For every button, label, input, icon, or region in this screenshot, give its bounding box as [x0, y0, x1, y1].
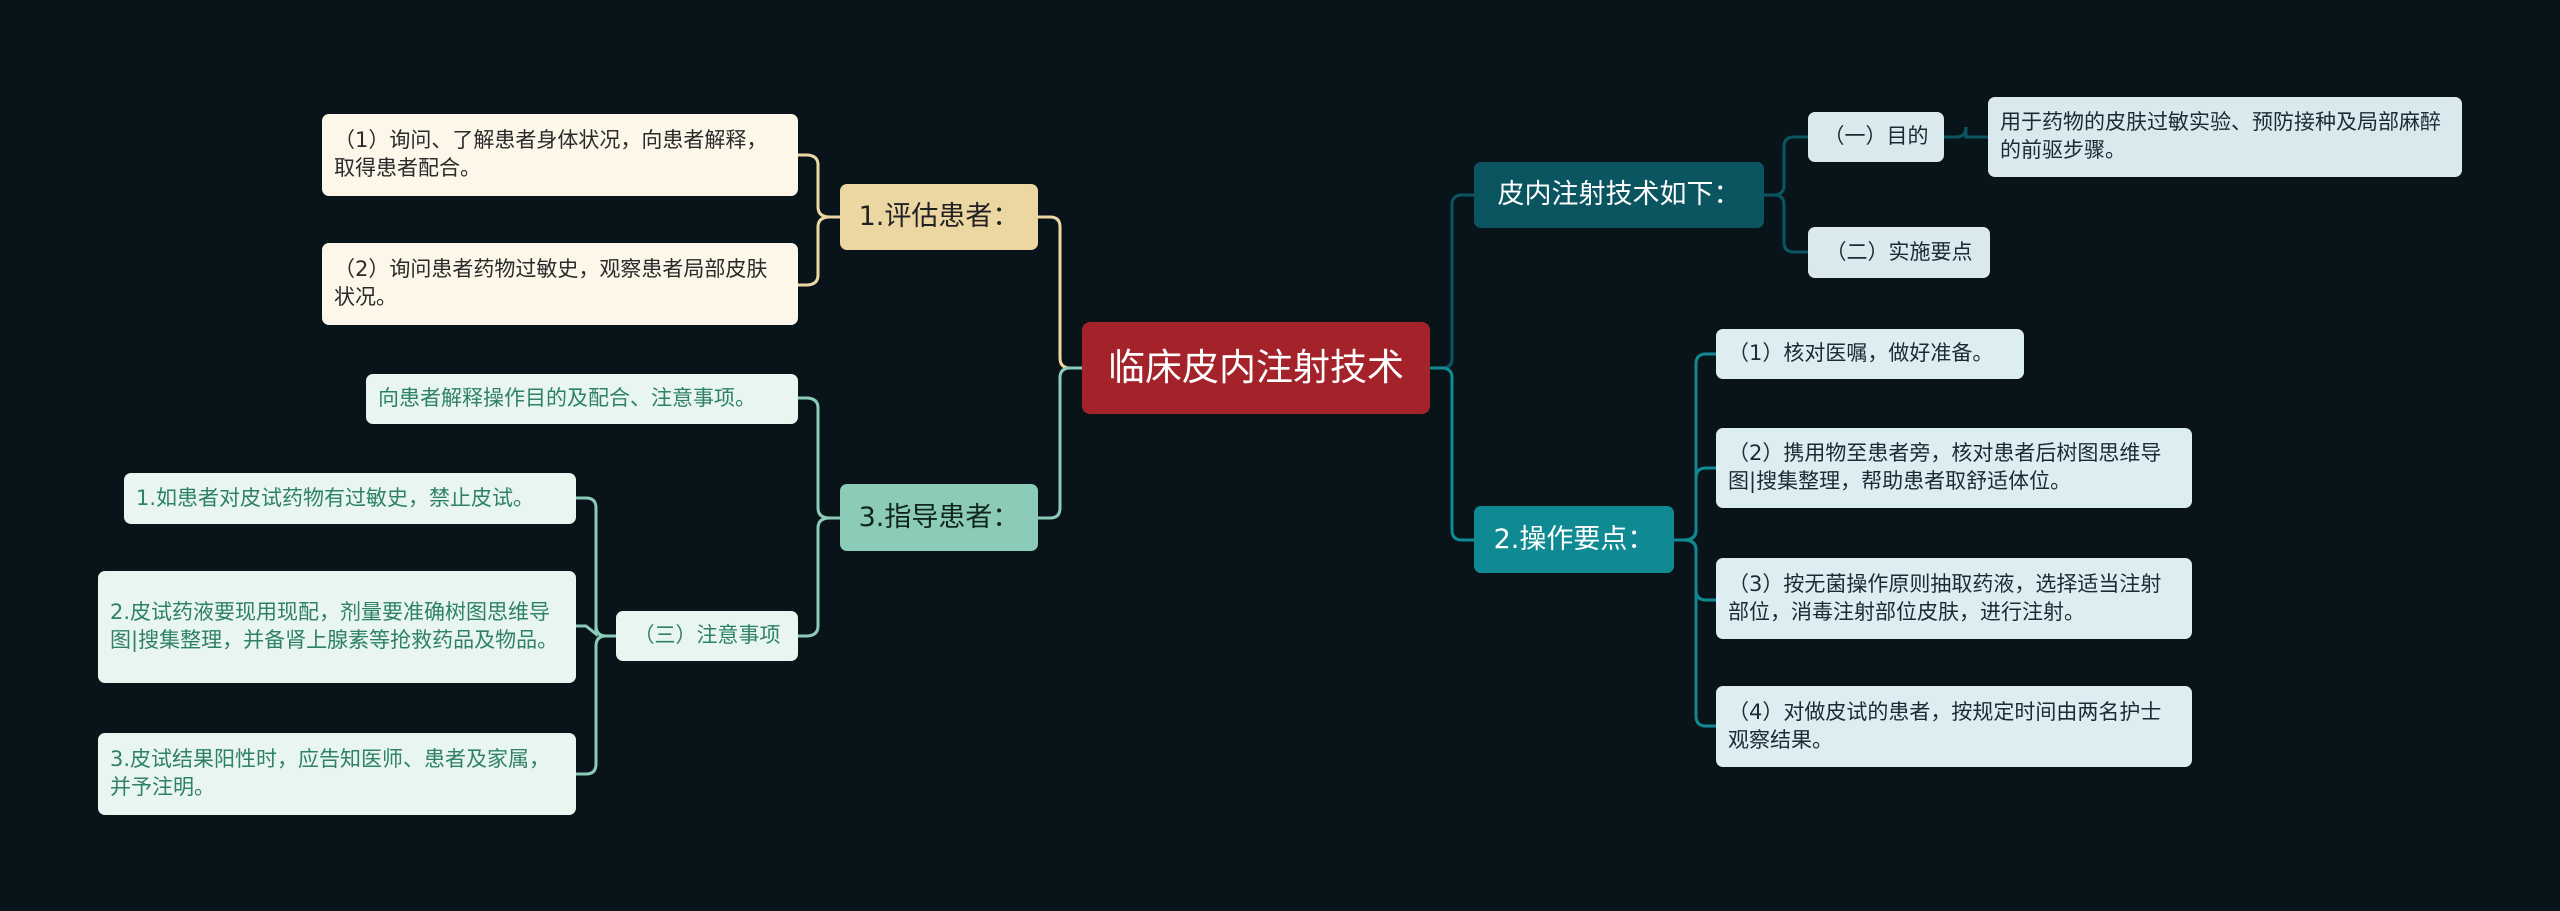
guide-patient-node[interactable]: 3.指导患者： [840, 484, 1038, 551]
link-operation-child-2 [1672, 466, 1718, 542]
operation-points-node[interactable]: 2.操作要点： [1474, 506, 1674, 573]
link-assess-child-2 [796, 215, 842, 287]
assess-child-2[interactable]: （2）询问患者药物过敏史，观察患者局部皮肤状况。 [322, 243, 798, 325]
root-node[interactable]: 临床皮内注射技术 [1082, 322, 1430, 414]
technique-label: 皮内注射技术如下： [1497, 179, 1741, 211]
root-label: 临床皮内注射技术 [1108, 345, 1404, 389]
technique-node[interactable]: 皮内注射技术如下： [1474, 162, 1764, 228]
assess-child-1[interactable]: （1）询问、了解患者身体状况，向患者解释，取得患者配合。 [322, 114, 798, 196]
link-notes-child-1 [574, 496, 618, 638]
operation-points-label: 2.操作要点： [1493, 523, 1655, 555]
precaution-item-3[interactable]: 3.皮试结果阳性时，应告知医师、患者及家属，并予注明。 [98, 733, 576, 815]
link-guide-explain [796, 396, 842, 520]
assess-patient-node[interactable]: 1.评估患者： [840, 184, 1038, 250]
purpose-detail-node[interactable]: 用于药物的皮肤过敏实验、预防接种及局部麻醉的前驱步骤。 [1988, 97, 2462, 177]
link-root-technique [1428, 193, 1476, 370]
guide-explain-node[interactable]: 向患者解释操作目的及配合、注意事项。 [366, 374, 798, 424]
link-guide-notes [796, 516, 842, 638]
assess-patient-label: 1.评估患者： [858, 201, 1020, 233]
guide-patient-label: 3.指导患者： [858, 501, 1020, 533]
operation-step-1[interactable]: （1）核对医嘱，做好准备。 [1716, 329, 2024, 379]
link-notes-child-3 [574, 634, 618, 776]
link-operation-child-4 [1672, 538, 1718, 728]
operation-step-3[interactable]: （3）按无菌操作原则抽取药液，选择适当注射部位，消毒注射部位皮肤，进行注射。 [1716, 558, 2192, 639]
link-technique-purpose [1762, 135, 1810, 197]
purpose-node[interactable]: （一）目的 [1808, 112, 1944, 162]
link-root-operation [1428, 366, 1476, 542]
link-root-assess [1036, 215, 1084, 370]
link-purpose-detail [1942, 126, 1990, 139]
implementation-points-node[interactable]: （二）实施要点 [1808, 227, 1990, 278]
precaution-item-2[interactable]: 2.皮试药液要现用现配，剂量要准确树图思维导图|搜集整理，并备肾上腺素等抢救药品… [98, 571, 576, 683]
link-technique-points [1762, 193, 1810, 254]
precautions-node[interactable]: （三）注意事项 [616, 611, 798, 661]
link-assess-child-1 [796, 153, 842, 219]
operation-step-2[interactable]: （2）携用物至患者旁，核对患者后树图思维导图|搜集整理，帮助患者取舒适体位。 [1716, 428, 2192, 508]
precaution-item-1[interactable]: 1.如患者对皮试药物有过敏史，禁止皮试。 [124, 473, 576, 524]
operation-step-4[interactable]: （4）对做皮试的患者，按规定时间由两名护士观察结果。 [1716, 686, 2192, 767]
link-root-guide [1036, 366, 1084, 520]
